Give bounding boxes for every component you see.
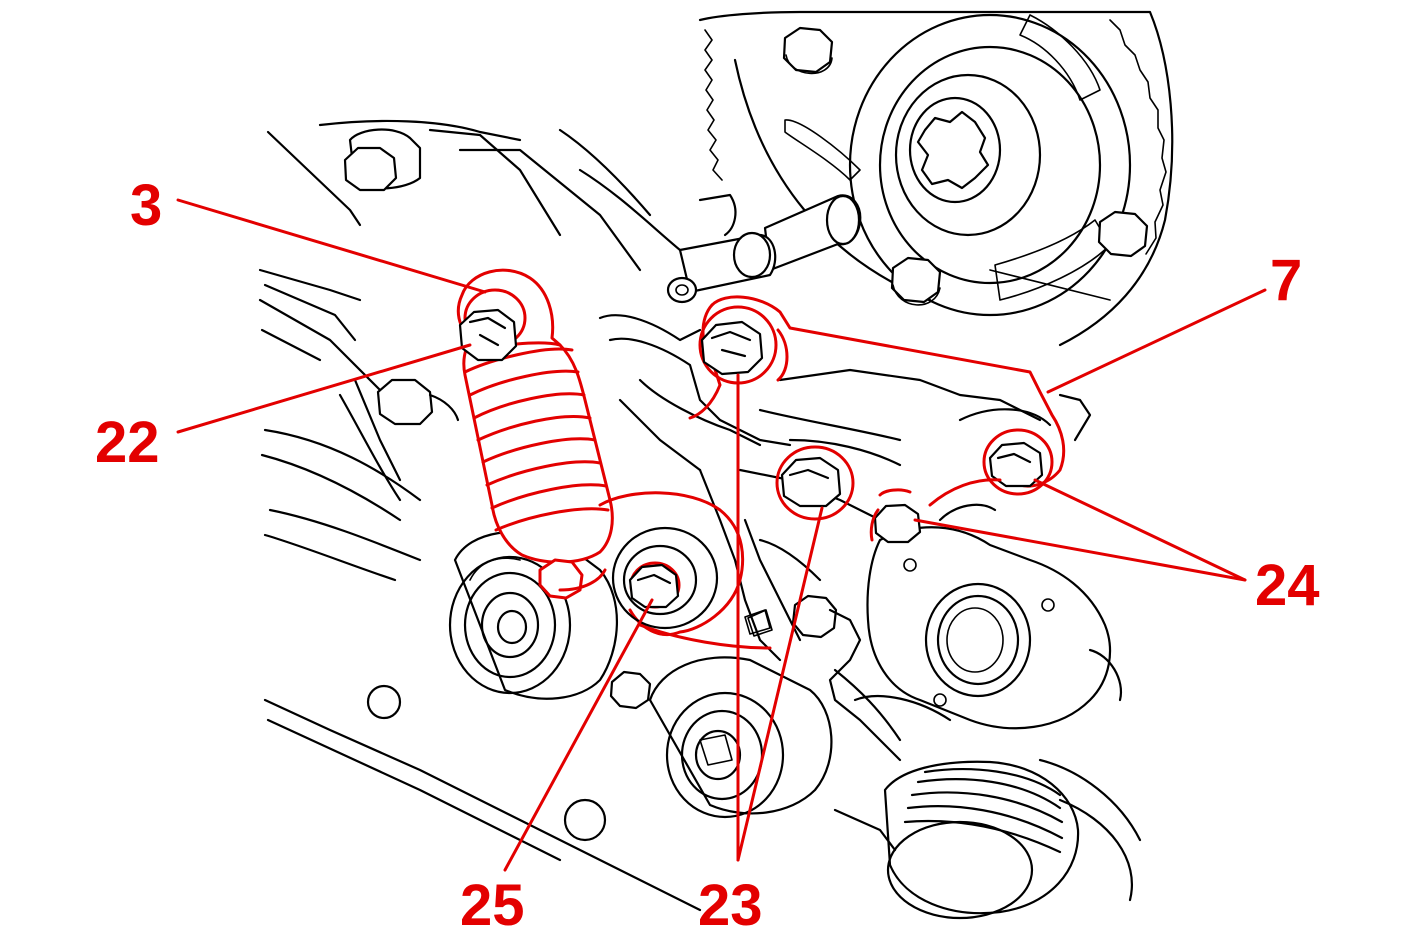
callout-labels: 3 22 7 24 25 23 (95, 173, 1320, 938)
callout-25: 25 (460, 873, 525, 938)
part-23-bolt-lower (775, 445, 855, 521)
locking-pin (666, 193, 862, 304)
leader-23b (736, 506, 824, 862)
casting-hole-2 (563, 798, 607, 842)
bracket-bolt-lower (791, 594, 838, 639)
casting-hole-1 (366, 684, 402, 720)
leader-22 (176, 343, 472, 434)
head-bolt-top-left (343, 128, 422, 192)
crankshaft-pulley (828, 608, 1142, 920)
camshaft-sprocket (698, 10, 1174, 347)
callout-22: 22 (95, 410, 160, 475)
small-bolt-lower-left (609, 670, 652, 710)
part-25-tensioner-pulley (598, 491, 773, 650)
leader-25 (503, 598, 654, 872)
water-pump-housing (866, 503, 1123, 730)
housing-edge (833, 808, 897, 852)
callout-23: 23 (698, 873, 763, 938)
callout-24: 24 (1255, 553, 1320, 618)
leader-3 (176, 198, 487, 294)
idler-roller-lower (648, 656, 833, 819)
leader-24a (1033, 478, 1247, 582)
part-22-spring-bolt (458, 308, 518, 362)
leader-24b (913, 518, 1247, 582)
part-7-bracket-plate-edge (688, 303, 722, 420)
leader-7 (1046, 288, 1267, 394)
sprocket-bolt-1 (782, 26, 834, 75)
part-24-bolt-upper (982, 428, 1054, 496)
leader-lines (176, 198, 1267, 872)
part-23-bolt-upper (698, 305, 778, 385)
sprocket-bolt-3 (890, 256, 942, 306)
sprocket-bolt-2 (1097, 210, 1149, 258)
part-7-bracket-plate-edge-2 (776, 328, 789, 382)
callout-3: 3 (130, 173, 162, 238)
highlighted-parts (456, 268, 1066, 650)
cylinder-head-edges (258, 119, 702, 912)
head-bolt-mid-left (376, 378, 460, 426)
callout-7: 7 (1270, 248, 1302, 313)
part-24-bolt-lower (869, 478, 1002, 544)
